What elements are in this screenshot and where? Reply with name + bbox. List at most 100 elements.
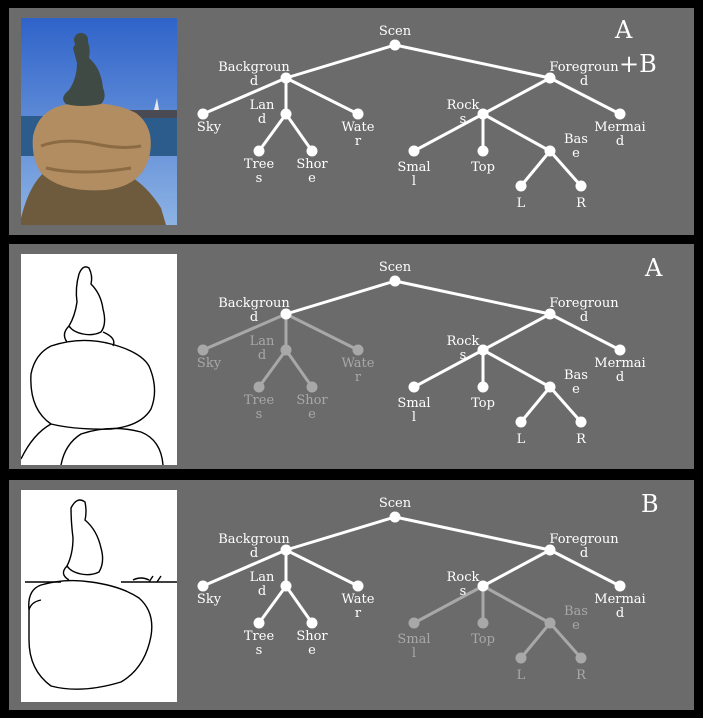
tree-node-land	[280, 108, 292, 120]
edge-map-b	[21, 490, 177, 702]
tree-node-sky	[197, 580, 209, 592]
tree-node-label-r: R	[576, 196, 587, 211]
tree-node-r	[575, 416, 587, 428]
tree-node-label-trees: s	[256, 643, 263, 658]
tree-node-label-r: R	[576, 432, 587, 447]
tree-node-trees	[253, 145, 265, 157]
tree-node-label-trees: Tree	[244, 157, 275, 172]
tree-node-background	[280, 72, 292, 84]
panel-label: B	[641, 490, 659, 518]
tree-node-label-shore: e	[308, 171, 316, 186]
tree-node-label-land: Lan	[250, 98, 275, 113]
tree-node-label-small: l	[412, 174, 416, 189]
tree-node-label-rocks: s	[460, 348, 467, 363]
tree-node-label-sky: Sky	[197, 592, 222, 607]
tree-node-label-land: Lan	[250, 570, 275, 585]
tree-node-water	[352, 344, 364, 356]
tree-edge-land-shore	[284, 113, 314, 152]
tree-node-label-water: Wate	[342, 120, 375, 135]
tree-node-label-l: L	[517, 668, 526, 683]
tree-edge-base-r	[548, 150, 583, 187]
tree-node-label-l: L	[517, 196, 526, 211]
tree-node-trees	[253, 381, 265, 393]
tree-node-small	[408, 145, 420, 157]
edge-map-a	[21, 254, 177, 465]
tree-node-label-land: d	[258, 584, 266, 599]
tree-edge-land-trees	[257, 585, 288, 624]
tree-edge-foreground-rocks	[482, 312, 551, 352]
tree-node-label-small: l	[412, 410, 416, 425]
tree-node-label-rocks: Rock	[447, 98, 480, 113]
tree-node-label-water: r	[355, 606, 362, 621]
tree-edge-base-l	[519, 386, 552, 423]
tree-node-label-shore: e	[308, 407, 316, 422]
tree-edge-foreground-mermaid	[549, 76, 621, 116]
tree-edge-rocks-small	[413, 584, 484, 625]
tree-node-label-shore: Shor	[296, 157, 328, 172]
tree-node-label-trees: s	[256, 171, 263, 186]
tree-edge-base-l	[519, 622, 552, 659]
tree-node-label-foreground: Foregroun	[549, 60, 619, 75]
tree-node-sky	[197, 108, 209, 120]
tree-node-scene	[389, 275, 401, 287]
tree-node-label-foreground: Foregroun	[549, 532, 619, 547]
tree-node-base	[544, 381, 556, 393]
tree-node-label-rocks: Rock	[447, 334, 480, 349]
tree-node-label-small: Smal	[397, 160, 430, 175]
tree-node-shore	[306, 381, 318, 393]
tree-node-r	[575, 180, 587, 192]
scene-tree: ScenBackgroundForegroundSkyLandWaterTree…	[197, 496, 646, 683]
tree-node-label-foreground: d	[580, 310, 588, 325]
tree-edge-rocks-small	[413, 348, 484, 389]
tree-node-foreground	[544, 72, 556, 84]
tree-node-label-mermaid: Mermai	[594, 120, 645, 135]
tree-node-base	[544, 145, 556, 157]
scene-tree: ScenBackgroundForegroundSkyLandWaterTree…	[197, 260, 646, 447]
tree-node-l	[515, 416, 527, 428]
tree-node-label-small: Smal	[397, 396, 430, 411]
tree-edge-land-trees	[257, 113, 288, 152]
tree-node-l	[515, 180, 527, 192]
tree-node-label-background: d	[250, 546, 258, 561]
tree-node-scene	[389, 511, 401, 523]
tree-node-label-base: Bas	[564, 604, 588, 619]
tree-edge-base-l	[519, 150, 552, 187]
tree-node-top	[477, 381, 489, 393]
tree-node-foreground	[544, 544, 556, 556]
tree-node-label-sky: Sky	[197, 120, 222, 135]
tree-edge-land-shore	[284, 349, 314, 388]
tree-edge-rocks-base	[482, 348, 551, 389]
tree-node-label-background: d	[250, 310, 258, 325]
tree-node-label-base: e	[572, 382, 580, 397]
tree-node-r	[575, 652, 587, 664]
tree-edge-foreground-mermaid	[549, 312, 621, 352]
tree-edge-scene-foreground	[394, 515, 551, 552]
tree-node-top	[477, 617, 489, 629]
tree-node-label-mermaid: Mermai	[594, 592, 645, 607]
tree-node-label-water: Wate	[342, 356, 375, 371]
tree-node-mermaid	[614, 108, 626, 120]
tree-node-base	[544, 617, 556, 629]
tree-node-label-background: d	[250, 74, 258, 89]
tree-node-label-base: Bas	[564, 132, 588, 147]
tree-node-label-scene: Scen	[379, 24, 412, 39]
tree-node-label-water: Wate	[342, 592, 375, 607]
tree-node-label-base: e	[572, 146, 580, 161]
tree-edge-foreground-rocks	[482, 76, 551, 116]
tree-node-label-foreground: d	[580, 546, 588, 561]
tree-node-rocks	[477, 580, 489, 592]
tree-node-label-mermaid: d	[616, 370, 624, 385]
tree-node-shore	[306, 145, 318, 157]
tree-node-label-mermaid: d	[616, 606, 624, 621]
tree-node-l	[515, 652, 527, 664]
tree-node-shore	[306, 617, 318, 629]
tree-edge-foreground-mermaid	[549, 548, 621, 588]
panel-label: A	[645, 254, 663, 282]
tree-node-label-background: Backgroun	[218, 296, 290, 311]
tree-node-label-base: Bas	[564, 368, 588, 383]
tree-edge-background-water	[285, 76, 359, 116]
tree-node-label-shore: e	[308, 643, 316, 658]
tree-node-label-small: l	[412, 646, 416, 661]
tree-edge-background-sky	[202, 312, 287, 352]
tree-node-sky	[197, 344, 209, 356]
